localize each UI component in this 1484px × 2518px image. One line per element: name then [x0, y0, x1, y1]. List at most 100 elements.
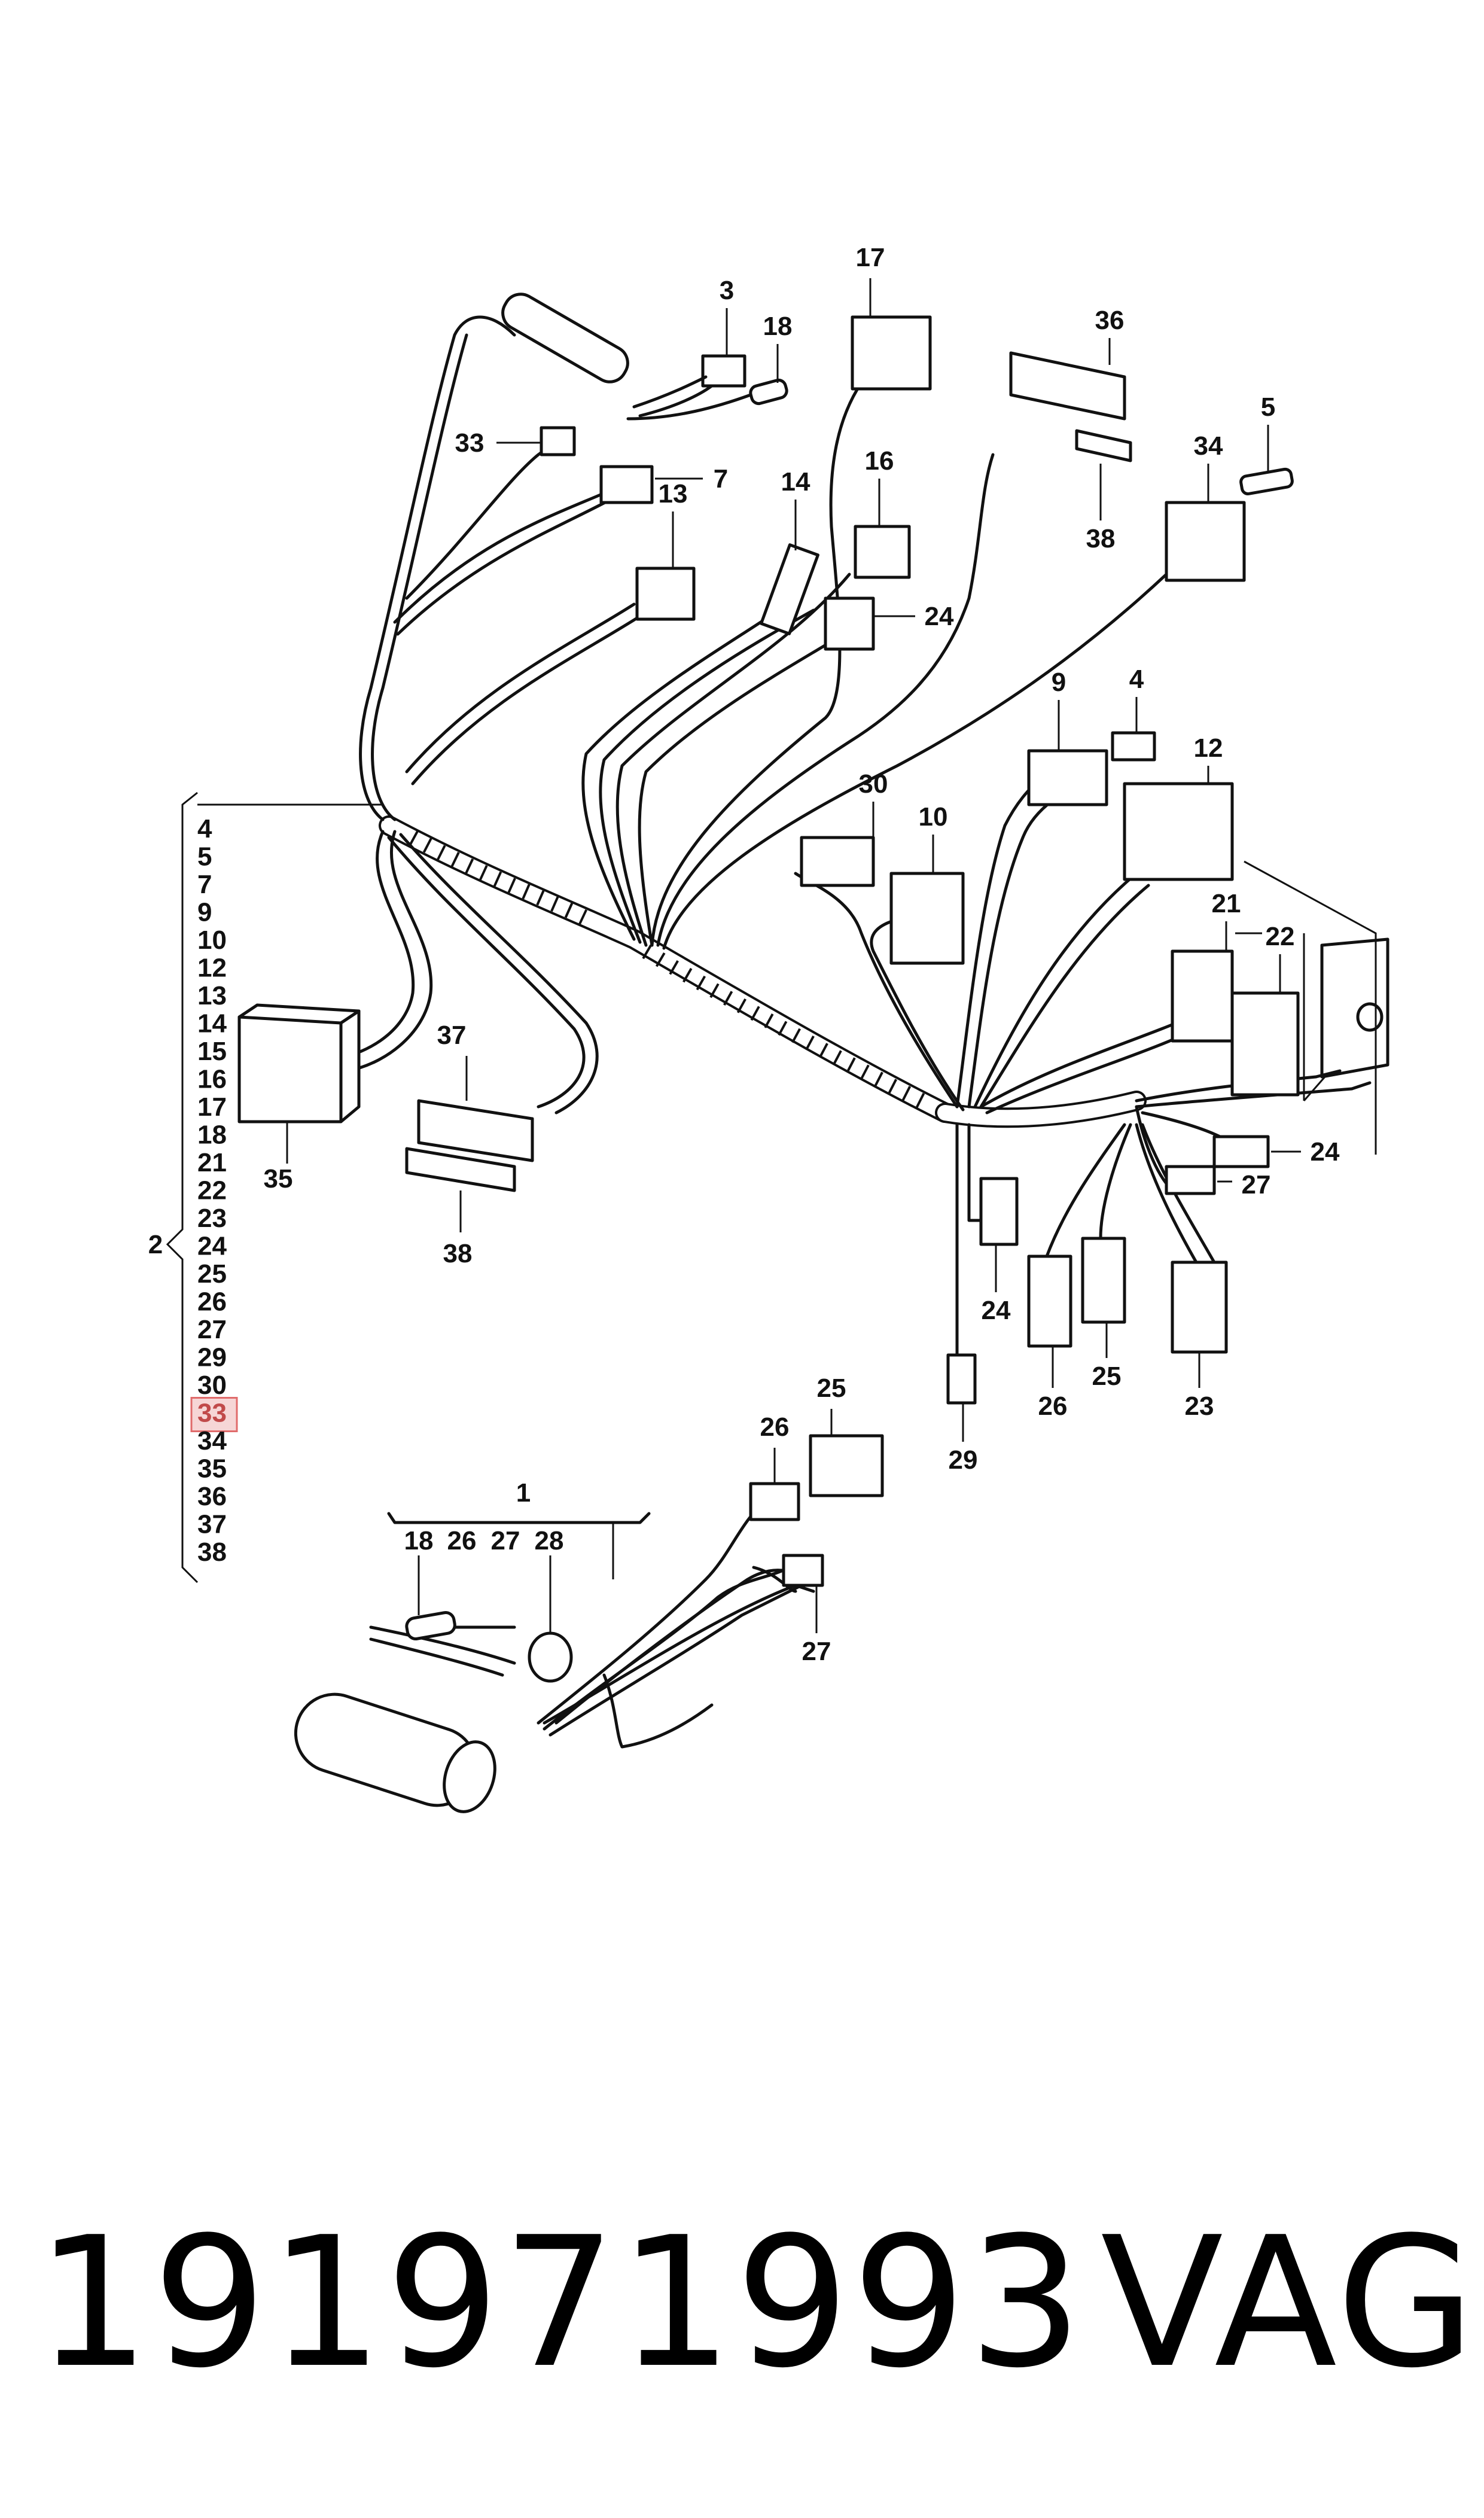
connector-21	[1171, 949, 1234, 1043]
main-harness-trunk	[379, 815, 1147, 1128]
callout-27-right: 27	[1242, 1170, 1271, 1199]
connector-23	[1171, 1260, 1228, 1354]
connector-38-top	[1075, 429, 1132, 462]
connector-24-right	[1212, 1135, 1270, 1168]
kit-item-17[interactable]: 17	[197, 1092, 227, 1122]
callout-37: 37	[437, 1021, 467, 1050]
connector-37	[417, 1099, 534, 1162]
connector-7	[599, 465, 654, 504]
callout-labels: 3 18 17 36 5 34 38 33 7 13 14 16 24 9 4 …	[148, 243, 1340, 1666]
callout-33: 33	[455, 428, 484, 458]
kit-item-highlight	[190, 1397, 238, 1432]
callout-22: 22	[1266, 922, 1295, 951]
callout-27-kit-label: 27	[491, 1526, 520, 1555]
connector-24-mid	[979, 1177, 1019, 1246]
kit-item-35[interactable]: 35	[197, 1454, 227, 1484]
kit-item-25[interactable]: 25	[197, 1259, 227, 1289]
harness-branches	[333, 315, 642, 1115]
kit-item-27[interactable]: 27	[197, 1315, 227, 1344]
callout-38-top: 38	[1086, 524, 1116, 553]
callout-30: 30	[859, 769, 888, 799]
callout-2: 2	[148, 1230, 163, 1259]
kit-item-9[interactable]: 9	[197, 898, 212, 927]
connector-10	[889, 872, 965, 965]
connector-36	[1009, 351, 1126, 421]
kit-item-14[interactable]: 14	[197, 1009, 227, 1039]
connector-17	[851, 315, 932, 391]
pin-5	[1239, 467, 1294, 495]
kit-item-24[interactable]: 24	[197, 1232, 227, 1261]
sensor-tube-top	[501, 293, 629, 383]
callout-23: 23	[1185, 1392, 1214, 1421]
kit-item-18[interactable]: 18	[197, 1121, 227, 1150]
kit-item-15[interactable]: 15	[197, 1037, 227, 1066]
kit-item-22[interactable]: 22	[197, 1176, 227, 1205]
connector-33	[540, 426, 576, 456]
callout-35: 35	[264, 1164, 293, 1193]
connector-34	[1165, 501, 1246, 582]
kit-item-29[interactable]: 29	[197, 1343, 227, 1372]
callout-10: 10	[919, 802, 948, 832]
callout-12: 12	[1194, 733, 1223, 763]
callout-27-kit: 27	[802, 1637, 831, 1666]
callout-13: 13	[659, 479, 688, 509]
connector-27-kit	[782, 1554, 824, 1587]
kit-2-item-list: 4579101213141516171821222324252627293033…	[190, 814, 238, 1567]
kit-item-38[interactable]: 38	[197, 1537, 227, 1567]
kit-item-37[interactable]: 37	[197, 1510, 227, 1539]
connector-22	[1230, 991, 1300, 1097]
connector-27-right	[1165, 1165, 1216, 1195]
kit-item-7[interactable]: 7	[197, 870, 212, 899]
kit-item-36[interactable]: 36	[197, 1482, 227, 1511]
connector-16	[854, 525, 911, 579]
callout-25: 25	[1092, 1362, 1122, 1391]
callout-28: 28	[535, 1526, 564, 1555]
callout-14: 14	[781, 467, 810, 497]
kit-item-12[interactable]: 12	[197, 954, 227, 983]
callout-5: 5	[1261, 392, 1275, 422]
callout-36: 36	[1095, 306, 1125, 335]
kit-item-21[interactable]: 21	[197, 1148, 227, 1177]
kit-item-30[interactable]: 30	[197, 1371, 227, 1400]
callout-24-top: 24	[925, 602, 954, 631]
callout-4: 4	[1129, 665, 1144, 694]
callout-34: 34	[1194, 431, 1223, 461]
kit-item-26[interactable]: 26	[197, 1287, 227, 1317]
kit-item-34[interactable]: 34	[197, 1426, 227, 1456]
callout-26-kit: 26	[760, 1412, 790, 1442]
callout-7: 7	[714, 464, 728, 494]
callout-25-loose: 25	[817, 1374, 846, 1403]
connector-26	[1027, 1255, 1072, 1348]
connectors	[237, 293, 1389, 1497]
brand-name: VAG	[1101, 2199, 1478, 2407]
connector-30	[800, 836, 875, 887]
sensor-18-kit	[405, 1611, 456, 1640]
wiring-harness-diagram: 3 18 17 36 5 34 38 33 7 13 14 16 24 9 4 …	[148, 243, 1389, 1813]
callout-26-kit-label: 26	[447, 1526, 477, 1555]
kit-item-16[interactable]: 16	[197, 1065, 227, 1094]
center-branches	[581, 381, 1168, 950]
callout-17: 17	[856, 243, 885, 272]
kit-item-33[interactable]: 33	[197, 1399, 227, 1428]
connector-3	[701, 354, 746, 388]
callout-24-right: 24	[1311, 1137, 1340, 1167]
control-unit	[1320, 937, 1389, 1079]
callout-3: 3	[720, 276, 734, 305]
connector-25	[1081, 1237, 1126, 1324]
sensor-18	[749, 378, 788, 406]
kit-item-10[interactable]: 10	[197, 925, 227, 955]
connector-25-loose	[809, 1434, 884, 1497]
connector-13	[635, 567, 696, 621]
sub-harness-1	[294, 1482, 824, 1813]
connector-4	[1111, 731, 1156, 762]
connector-29	[946, 1353, 977, 1405]
kit-item-4[interactable]: 4	[197, 814, 212, 844]
connector-12	[1123, 782, 1234, 881]
leader-lines	[166, 278, 1377, 1633]
kit-item-23[interactable]: 23	[197, 1204, 227, 1233]
callout-9: 9	[1052, 668, 1066, 697]
callout-18-top: 18	[763, 312, 793, 341]
kit-item-5[interactable]: 5	[197, 842, 212, 872]
kit-item-13[interactable]: 13	[197, 981, 227, 1010]
callout-24-mid: 24	[982, 1296, 1011, 1325]
